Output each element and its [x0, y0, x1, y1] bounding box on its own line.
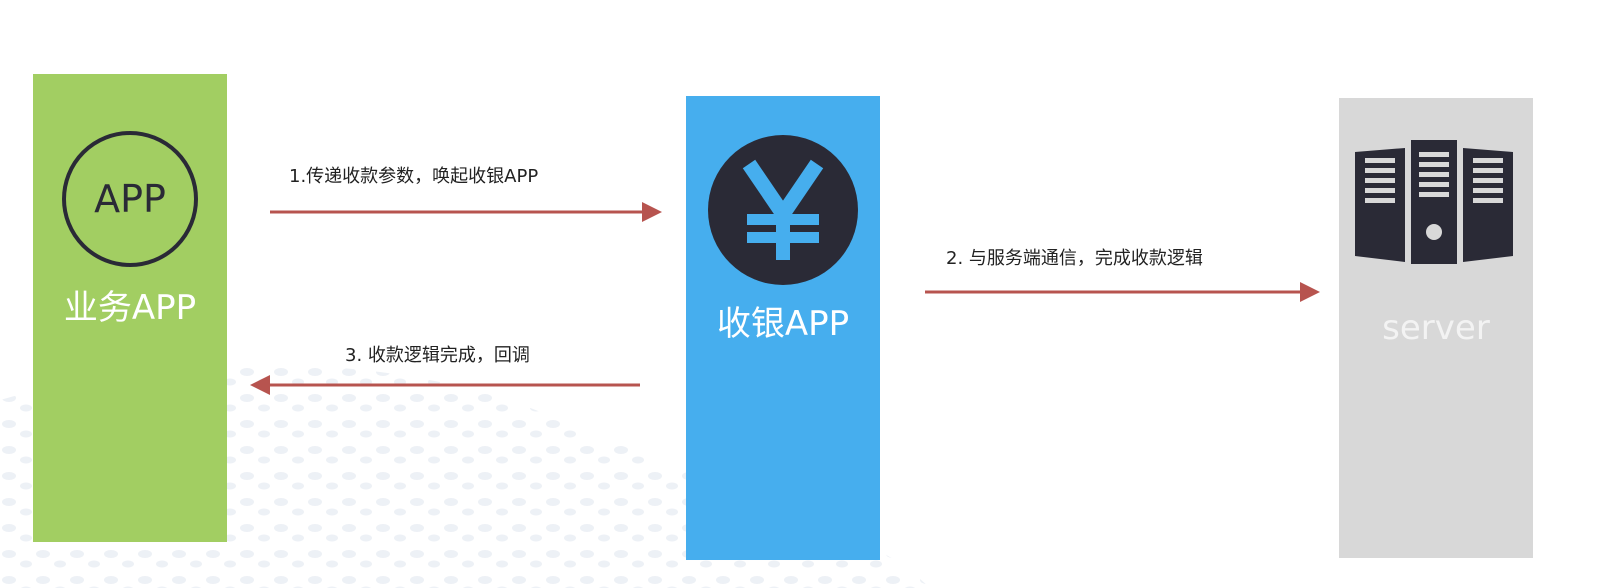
- server-rack-icon: [1355, 140, 1513, 264]
- yen-icon: [708, 135, 858, 285]
- arrow-1-line: [270, 202, 662, 222]
- arrow-2-line: [925, 282, 1320, 302]
- app-icon-text: APP: [94, 177, 166, 221]
- arrow-3-label: 3. 收款逻辑完成，回调: [345, 345, 530, 366]
- business-app-node: APP 业务APP: [33, 74, 227, 542]
- server-node: server: [1339, 98, 1533, 558]
- arrow-2-label: 2. 与服务端通信，完成收款逻辑: [946, 248, 1203, 269]
- app-circle-icon: APP: [62, 131, 198, 267]
- server-label: server: [1382, 308, 1490, 348]
- arrow-3-line: [250, 375, 640, 395]
- business-app-label: 业务APP: [63, 288, 197, 328]
- cashier-app-label: 收银APP: [716, 304, 850, 344]
- arrow-1-label: 1.传递收款参数，唤起收银APP: [289, 166, 539, 187]
- cashier-app-node: 收银APP: [686, 96, 880, 560]
